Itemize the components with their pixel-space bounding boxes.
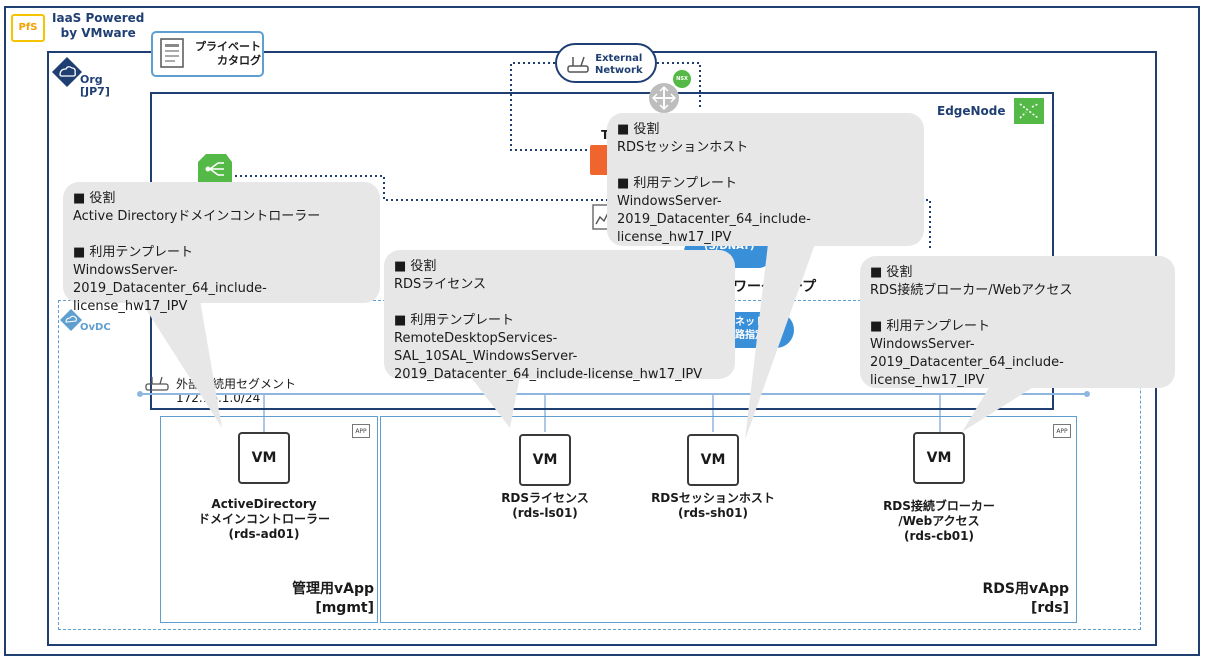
vm-sh01-name1: RDSセッションホスト	[651, 491, 775, 505]
callout-cb01-template-line1: WindowsServer-2019_Datacenter_64_include…	[870, 337, 1064, 370]
vapp-rds-title: RDS用vApp	[982, 581, 1070, 597]
vm-ad01-label: ActiveDirectory ドメインコントローラー (rds-ad01)	[184, 497, 344, 542]
org-line1: Org	[80, 73, 103, 86]
external-network-label: External Network	[595, 53, 643, 77]
org-label: Org [JP7]	[80, 74, 110, 98]
callout-ls01-role-title: ■ 役割	[394, 259, 437, 274]
vm-cb01-label: RDS接続ブローカー /Webアクセス (rds-cb01)	[864, 499, 1014, 544]
callout-ls01-template-title: ■ 利用テンプレート	[394, 313, 515, 328]
org-cloud-icon	[52, 57, 82, 87]
brand-line1: IaaS Powered	[52, 11, 145, 25]
ovdc-icon	[60, 309, 82, 331]
callout-sh01-template-line2: license_hw17_IPV	[617, 230, 732, 245]
vm-cb01-name1: RDS接続ブローカー	[883, 499, 995, 513]
callout-ad01-template-line1: WindowsServer-2019_Datacenter_64_include…	[73, 263, 267, 296]
segment-line	[140, 393, 1087, 395]
vm-cb01-name3: (rds-cb01)	[903, 529, 974, 543]
external-network-line1: External	[595, 53, 643, 64]
template-doc-icon	[160, 38, 184, 68]
callout-ad01-role-title: ■ 役割	[73, 191, 116, 206]
segment-network-icon	[145, 376, 169, 391]
vm-ls01-name2: (rds-ls01)	[512, 506, 578, 520]
brand-title: IaaS Powered by VMware	[52, 11, 144, 41]
segment-switch-icon	[198, 154, 232, 184]
callout-sh01: ■ 役割 RDSセッションホスト ■ 利用テンプレート WindowsServe…	[607, 113, 924, 246]
callout-cb01: ■ 役割 RDS接続ブローカー/Webアクセス ■ 利用テンプレート Windo…	[860, 256, 1175, 388]
app-badge-rds: APP	[1053, 424, 1071, 438]
edge-node-label: EdgeNode	[937, 104, 1006, 118]
callout-sh01-role-title: ■ 役割	[617, 122, 660, 137]
edge-node-icon	[1014, 98, 1044, 124]
vm-cb01[interactable]: VM	[913, 432, 965, 484]
vapp-mgmt-title: 管理用vApp	[291, 581, 374, 597]
callout-cb01-role-title: ■ 役割	[870, 265, 913, 280]
vm-ad01-name1: ActiveDirectory	[211, 497, 317, 511]
callout-ls01-role: RDSライセンス	[394, 277, 487, 292]
vm-sh01[interactable]: VM	[687, 434, 739, 486]
catalog-line2: カタログ	[217, 54, 261, 67]
callout-ad01-role: Active Directoryドメインコントローラー	[73, 209, 321, 224]
vm-ls01[interactable]: VM	[519, 434, 571, 486]
callout-ls01-template-line1: RemoteDesktopServices-SAL_10SAL_WindowsS…	[394, 331, 578, 364]
brand-line2: by VMware	[60, 26, 136, 40]
partial-t-label: T	[601, 128, 610, 142]
pfs-logo: PfS	[11, 14, 45, 42]
app-badge-mgmt: APP	[352, 424, 370, 438]
callout-ls01: ■ 役割 RDSライセンス ■ 利用テンプレート RemoteDesktopSe…	[384, 250, 735, 382]
callout-cb01-template-title: ■ 利用テンプレート	[870, 319, 991, 334]
network-pill-line2: 路指定)	[735, 330, 770, 341]
vapp-rds-id: [rds]	[1030, 600, 1069, 616]
ovdc-label: OvDC	[80, 322, 111, 333]
vm-ls01-name1: RDSライセンス	[501, 491, 589, 505]
callout-ad01-template-line2: license_hw17_IPV	[73, 299, 188, 314]
nsx-badge: NSX	[673, 70, 691, 88]
vapp-mgmt-id: [mgmt]	[315, 600, 374, 616]
outer-frame	[4, 6, 1200, 656]
vm-ad01[interactable]: VM	[238, 432, 290, 484]
callout-sh01-template-line1: WindowsServer-2019_Datacenter_64_include…	[617, 194, 811, 227]
vm-cb01-name2: /Webアクセス	[898, 514, 980, 528]
callout-cb01-template-line2: license_hw17_IPV	[870, 373, 985, 388]
snat-label: (S/DNAT)	[704, 241, 755, 252]
catalog-line1: プライベート	[195, 40, 261, 53]
vapp-rds-name: RDS用vApp [rds]	[940, 580, 1070, 618]
external-network-line2: Network	[595, 65, 643, 76]
network-icon	[567, 56, 589, 73]
router-icon	[649, 83, 679, 113]
vapp-mgmt-name: 管理用vApp [mgmt]	[240, 580, 374, 618]
private-catalog: プライベート カタログ	[151, 31, 264, 77]
vm-ls01-label: RDSライセンス (rds-ls01)	[475, 491, 615, 521]
vm-ad01-name3: (rds-ad01)	[228, 527, 300, 541]
org-line2: [JP7]	[80, 85, 110, 98]
callout-ad01: ■ 役割 Active Directoryドメインコントローラー ■ 利用テンプ…	[63, 182, 380, 314]
callout-ls01-template-line2: 2019_Datacenter_64_include-license_hw17_…	[394, 367, 703, 382]
external-network: External Network	[555, 43, 657, 83]
vapp-rds	[380, 416, 1077, 623]
callout-cb01-role: RDS接続ブローカー/Webアクセス	[870, 283, 1073, 298]
catalog-label: プライベート カタログ	[193, 40, 261, 68]
vm-sh01-name2: (rds-sh01)	[678, 506, 748, 520]
callout-sh01-template-title: ■ 利用テンプレート	[617, 176, 738, 191]
vm-ad01-name2: ドメインコントローラー	[197, 512, 330, 526]
vm-sh01-label: RDSセッションホスト (rds-sh01)	[638, 491, 788, 521]
callout-sh01-role: RDSセッションホスト	[617, 140, 749, 155]
callout-ad01-template-title: ■ 利用テンプレート	[73, 245, 194, 260]
vapp-mgmt	[160, 416, 378, 623]
